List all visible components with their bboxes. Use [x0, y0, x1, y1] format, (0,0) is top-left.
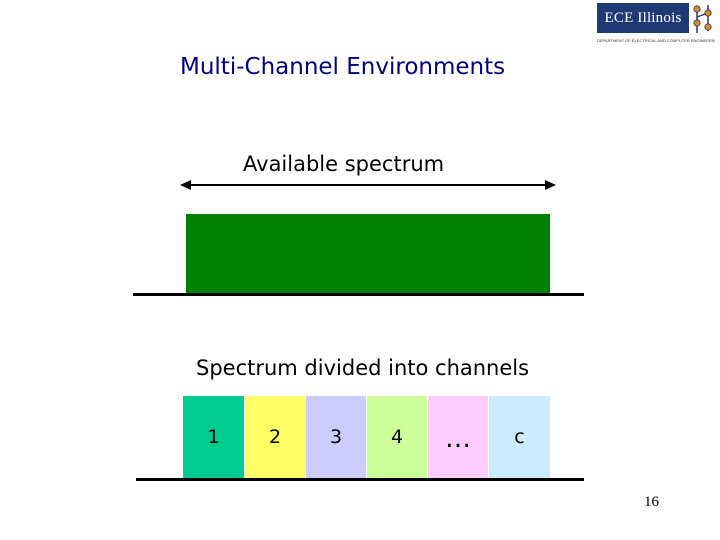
ece-illinois-logo: ECE Illinois DEPARTMENT OF ELECTRICAL AN…: [597, 3, 715, 45]
channel-4: 4: [367, 396, 428, 480]
channel-label: 3: [329, 426, 343, 448]
available-spectrum-block: [186, 214, 550, 294]
channel-label: 2: [268, 426, 282, 448]
channels-baseline: [136, 478, 584, 481]
logo-circuit-icon: [693, 5, 712, 33]
divided-spectrum-label: Spectrum divided into channels: [196, 356, 530, 380]
channel-label: 4: [390, 426, 404, 448]
channel-ellipsis: …: [428, 396, 489, 480]
logo-caption: DEPARTMENT OF ELECTRICAL AND COMPUTER EN…: [597, 38, 715, 43]
channel-2: 2: [245, 396, 306, 480]
channel-label: c: [514, 426, 525, 448]
page-number: 16: [644, 494, 659, 510]
channel-1: 1: [183, 396, 245, 480]
channel-label: …: [445, 424, 471, 454]
available-spectrum-label: Available spectrum: [243, 152, 445, 176]
slide-title: Multi-Channel Environments: [180, 54, 506, 80]
channel-label: 1: [207, 426, 220, 448]
spectrum-baseline: [133, 293, 584, 296]
channel-c: c: [489, 396, 551, 480]
double-arrow-icon: [180, 180, 556, 190]
logo-wordmark: ECE Illinois: [597, 3, 689, 33]
channel-3: 3: [306, 396, 367, 480]
